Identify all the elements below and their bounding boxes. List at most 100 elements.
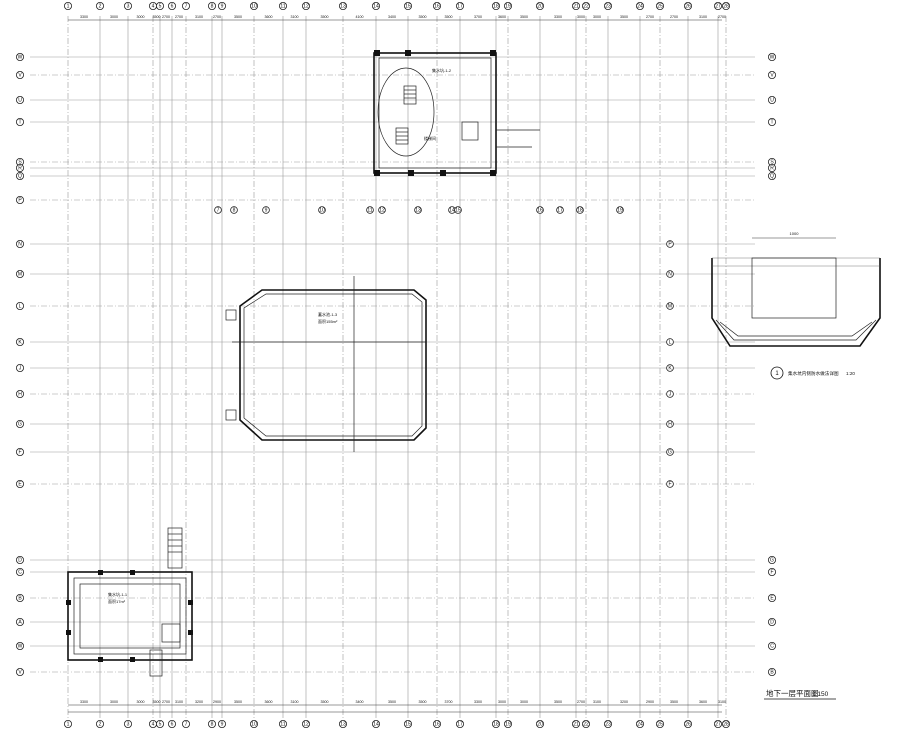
axis-bubble-right: B	[768, 668, 777, 677]
svg-text:10: 10	[251, 3, 257, 9]
svg-text:15: 15	[405, 721, 411, 727]
svg-text:16: 16	[537, 207, 543, 213]
svg-text:10: 10	[319, 207, 325, 213]
dim-top: 3000	[110, 15, 118, 19]
svg-text:S: S	[18, 159, 22, 165]
svg-text:23: 23	[605, 3, 611, 9]
dim-bottom: 3300	[474, 700, 482, 704]
dim-bottom: 3100	[175, 700, 183, 704]
axis-bubble-inner: 9	[262, 206, 270, 214]
svg-text:8: 8	[211, 721, 214, 727]
svg-text:15: 15	[455, 207, 461, 213]
svg-text:S: S	[770, 159, 774, 165]
dim-top: 3000	[593, 15, 601, 19]
svg-text:W: W	[18, 54, 23, 60]
axis-bubble-inner: 15	[454, 206, 462, 214]
axis-bubble-right: R	[768, 163, 777, 172]
axis-bubble-top: 24	[636, 2, 645, 10]
axis-bubble-right: V	[768, 71, 777, 80]
svg-text:26: 26	[685, 3, 691, 9]
axis-bubble-left: P	[15, 195, 24, 204]
axis-bubble-bottom: 12	[301, 720, 310, 729]
detail-number-bubble	[770, 366, 784, 380]
axis-bubble-inner: 16	[536, 206, 544, 214]
axis-bubble-top: 11	[278, 2, 287, 10]
axis-bubble-bottom: 20	[536, 720, 545, 729]
svg-text:15: 15	[405, 3, 411, 9]
svg-text:U: U	[770, 97, 774, 103]
axis-bubble-left: H	[15, 389, 24, 398]
dim-bottom: 3000	[137, 700, 145, 704]
svg-text:11: 11	[367, 207, 372, 213]
axis-bubble-bottom: 22	[582, 720, 591, 729]
dim-bottom: 3100	[291, 700, 299, 704]
pool-area: 面积155m²	[318, 318, 338, 324]
svg-text:12: 12	[379, 207, 385, 213]
svg-text:4: 4	[152, 3, 155, 9]
axis-bubble-top: 5	[155, 2, 164, 10]
svg-text:25: 25	[657, 721, 663, 727]
dim-top: 3500	[520, 15, 528, 19]
dim-top: 3100	[699, 15, 707, 19]
axis-bubble-inner-right: H	[666, 420, 674, 428]
axis-bubble-top: 4	[148, 2, 157, 10]
svg-text:4: 4	[152, 721, 155, 727]
svg-text:17: 17	[457, 3, 463, 9]
svg-text:V: V	[770, 72, 774, 78]
axis-bubble-inner-right: G	[666, 448, 674, 456]
axis-bubble-bottom: 10	[249, 720, 258, 729]
svg-text:9: 9	[221, 3, 224, 9]
axis-bubble-bottom: 8	[207, 720, 216, 729]
dim-top: 2700	[718, 15, 726, 19]
axis-bubble-bottom: 9	[217, 720, 226, 729]
svg-text:24: 24	[637, 3, 643, 9]
dim-top: 3300	[554, 15, 562, 19]
dim-bottom: 3500	[554, 700, 562, 704]
axis-bubble-top: 19	[503, 2, 512, 10]
dim-bottom: 3500	[670, 700, 678, 704]
axis-bubble-inner-right: K	[666, 364, 674, 372]
axis-bubble-inner-right: J	[666, 390, 674, 398]
dim-top: 3500	[234, 15, 242, 19]
svg-text:D: D	[18, 557, 22, 563]
detail-dim: 1000	[790, 231, 800, 236]
svg-text:B: B	[18, 595, 22, 601]
axis-bubble-top: 10	[249, 2, 258, 10]
svg-text:5: 5	[159, 721, 162, 727]
svg-text:16: 16	[434, 721, 440, 727]
axis-bubble-inner: 13	[414, 206, 422, 214]
axis-bubble-bottom: 18	[491, 720, 500, 729]
axis-bubble-top: 3	[124, 2, 133, 10]
dim-bottom: 3500	[321, 700, 329, 704]
dim-bottom: 2700	[162, 700, 170, 704]
svg-text:10: 10	[251, 721, 257, 727]
axis-bubble-left: V	[15, 668, 24, 677]
axis-bubble-top: 13	[338, 2, 347, 10]
svg-text:21: 21	[573, 3, 579, 9]
dim-top: 3100	[195, 15, 203, 19]
dim-bottom: 3000	[520, 700, 528, 704]
svg-text:T: T	[770, 119, 773, 125]
svg-text:G: G	[18, 421, 22, 427]
svg-text:V: V	[18, 72, 22, 78]
svg-text:2: 2	[99, 721, 102, 727]
svg-text:K: K	[668, 365, 672, 371]
axis-bubble-inner: 19	[616, 206, 624, 214]
svg-text:14: 14	[373, 3, 379, 9]
dim-top: 3500	[419, 15, 427, 19]
svg-text:28: 28	[723, 3, 729, 9]
waterproof-detail: 1000 1 集水坑内侧防水做法详图 1:20	[711, 231, 881, 380]
axis-bubble-inner: 17	[556, 206, 564, 214]
axis-bubble-bottom: 2	[96, 720, 105, 729]
svg-text:6: 6	[171, 721, 174, 727]
dim-bottom: 3100	[593, 700, 601, 704]
dim-top: 3300	[80, 15, 88, 19]
svg-text:12: 12	[303, 3, 309, 9]
axis-bubble-bottom: 13	[338, 720, 347, 729]
axis-bubble-right: D	[768, 618, 777, 627]
dim-top: 3100	[291, 15, 299, 19]
dim-bottom: 3500	[419, 700, 427, 704]
axis-bubble-bottom: 1	[64, 720, 73, 729]
